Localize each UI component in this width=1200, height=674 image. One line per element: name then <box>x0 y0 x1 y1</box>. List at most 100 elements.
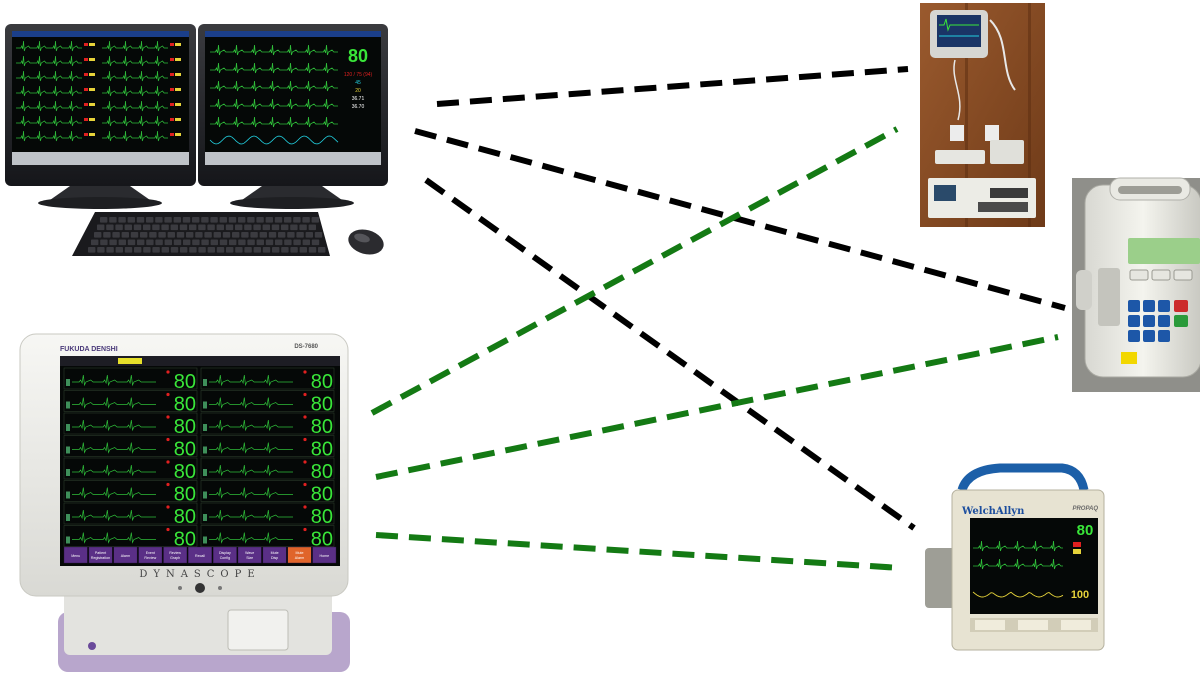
channel-lead-marker <box>203 514 207 521</box>
bed-value-marker <box>175 133 181 136</box>
keyboard-key <box>225 224 234 231</box>
channel-alarm-dot <box>303 392 307 397</box>
infusion-pump <box>1072 177 1200 392</box>
channel-ecg-trace <box>72 419 156 432</box>
menu-button-label: Patient <box>95 551 106 555</box>
keyboard-key <box>238 217 246 223</box>
keyboard-key <box>161 247 169 253</box>
menu-button[interactable] <box>212 546 237 564</box>
keypad-button <box>1143 300 1155 312</box>
keyboard-key <box>170 224 178 231</box>
single-bed-waveforms <box>209 44 339 145</box>
keyboard-key <box>124 224 132 231</box>
keyboard-key <box>152 247 160 253</box>
menu-button[interactable] <box>138 546 163 564</box>
left-monitor <box>5 24 196 209</box>
keyboard-key <box>155 217 163 223</box>
channel-cell <box>63 502 198 525</box>
keyboard-key <box>143 224 151 231</box>
bed-ecg-trace <box>16 100 82 112</box>
bed-ecg-trace <box>102 85 168 97</box>
ecg-trace <box>210 116 338 128</box>
bed-ecg-trace <box>102 130 168 142</box>
bed-value-marker <box>175 73 181 76</box>
menu-button[interactable] <box>287 546 312 564</box>
dynascope-monitor: FUKUDA DENSHI DS-7680 808080808080808080… <box>19 333 350 672</box>
stop-button <box>1174 300 1188 312</box>
channel-cell <box>63 525 198 547</box>
bed-alarm-marker <box>84 43 88 46</box>
keyboard-key <box>253 224 261 231</box>
wall-mounted-monitor <box>920 3 1045 227</box>
keyboard-key <box>253 247 261 253</box>
dynascope-brand: FUKUDA DENSHI <box>60 346 118 353</box>
keyboard-key <box>167 232 175 238</box>
keyboard-key <box>235 247 243 253</box>
channel-lead-marker <box>203 469 207 476</box>
left-monitor-screen <box>12 31 189 165</box>
channel-lead-marker <box>66 401 70 409</box>
channel-ecg-trace <box>209 464 293 477</box>
bed-value-marker <box>175 58 181 61</box>
bed-alarm-marker <box>170 58 174 61</box>
channel-hr-value: 80 <box>311 394 333 416</box>
channel-alarm-dot <box>303 460 307 464</box>
channel-hr-value: 80 <box>311 484 333 506</box>
dynascope-screen <box>60 356 340 566</box>
keypad-button <box>1158 315 1170 327</box>
propaq-ecg-trace <box>973 558 1063 570</box>
menu-button[interactable] <box>188 546 212 564</box>
menu-button[interactable] <box>113 546 138 564</box>
channel-cell <box>200 502 335 525</box>
keyboard-key <box>262 247 271 253</box>
keyboard-key <box>228 217 237 223</box>
menu-button[interactable] <box>237 546 262 564</box>
keyboard-key <box>182 217 191 223</box>
channel-lead-marker <box>66 469 70 476</box>
menu-button[interactable] <box>312 546 337 564</box>
keyboard-key <box>97 247 105 253</box>
bed-value-marker <box>89 103 95 106</box>
channel-hr-value: 80 <box>174 371 196 393</box>
keyboard-key <box>265 217 273 223</box>
keyboard-key <box>284 239 292 246</box>
channel-cell <box>63 480 198 502</box>
keypad-button <box>1128 330 1140 342</box>
bed-value-marker <box>89 88 95 91</box>
channel-alarm-dot <box>303 437 307 442</box>
menu-button[interactable] <box>88 546 113 564</box>
menu-button-label: Event <box>146 551 155 555</box>
keyboard-key <box>281 224 289 231</box>
menu-button[interactable] <box>262 546 287 564</box>
keyboard-key <box>290 247 298 253</box>
bed-alarm-marker <box>84 133 88 136</box>
keyboard-key <box>158 232 166 238</box>
channel-cell <box>63 390 198 412</box>
keyboard-key <box>293 217 301 223</box>
menu-button-label: Mute <box>271 551 279 555</box>
keyboard-key <box>229 239 237 246</box>
bed-value-marker <box>175 43 181 46</box>
channel-alarm-dot <box>303 482 307 487</box>
keyboard-key <box>164 217 172 223</box>
keyboard-key <box>238 239 246 246</box>
keyboard-key <box>112 232 120 238</box>
menu-button-label: Review <box>144 556 156 560</box>
channel-cell <box>63 457 198 480</box>
keyboard-key <box>244 224 252 231</box>
wireless-link-dynascope-to-infusion-pump <box>375 334 1059 480</box>
wireless-link-dynascope-to-wall-monitor <box>370 126 899 416</box>
menu-button[interactable] <box>63 546 88 564</box>
keyboard-key <box>121 232 129 238</box>
keyboard-key <box>115 247 123 253</box>
keyboard-key <box>226 247 234 253</box>
channel-lead-marker <box>203 401 207 409</box>
keyboard-key <box>109 239 117 246</box>
keyboard-key <box>88 247 96 253</box>
dynascope-model: DS-7680 <box>294 344 318 350</box>
keyboard-key <box>314 232 323 238</box>
bed-ecg-trace <box>102 115 168 127</box>
bed-alarm-marker <box>170 133 174 136</box>
menu-button-label: Display <box>219 551 231 555</box>
menu-button[interactable] <box>163 546 188 564</box>
